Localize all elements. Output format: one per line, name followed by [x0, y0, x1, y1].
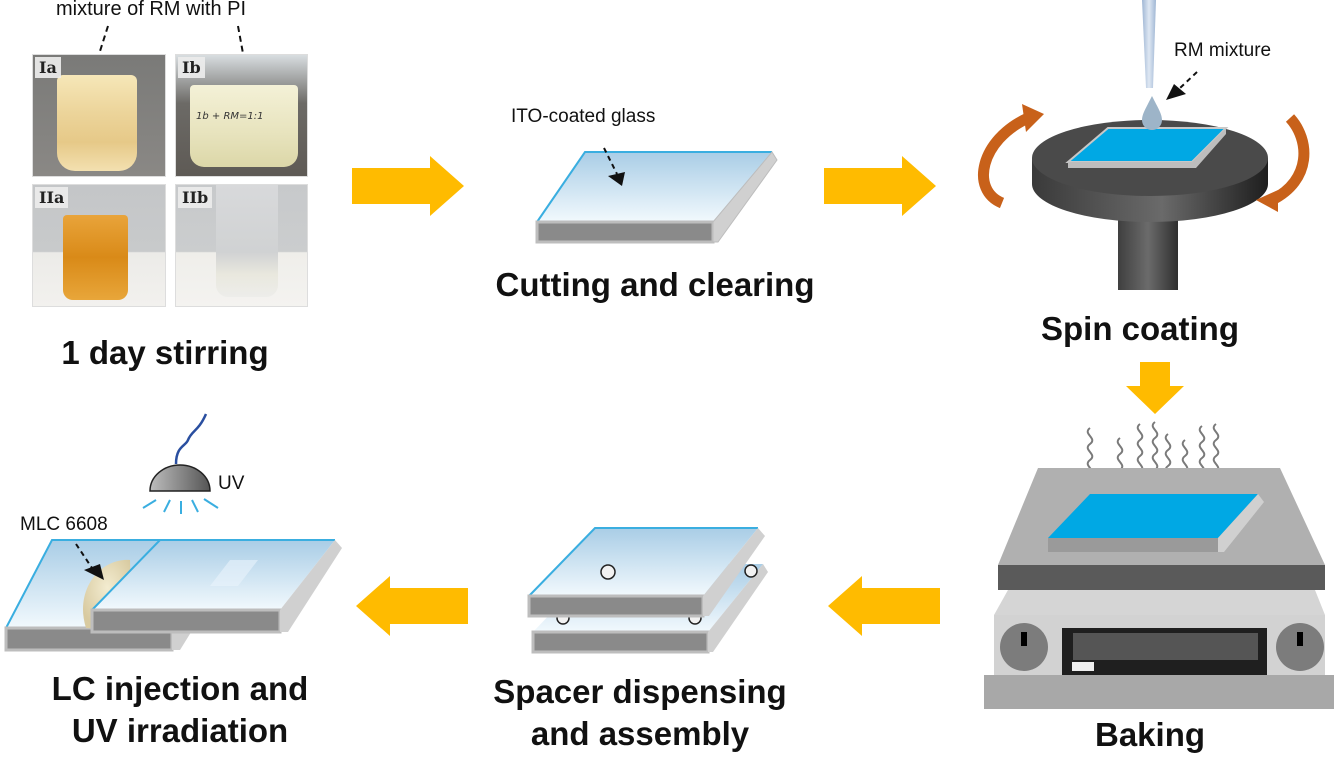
- step-label-lc-line2: UV irradiation: [71, 712, 289, 749]
- step-label-spin: Spin coating: [1041, 310, 1239, 347]
- photo-tag: IIb: [178, 187, 213, 208]
- step-label-spacer-line2: and assembly: [530, 715, 750, 752]
- photo-IIa: IIa: [32, 184, 166, 307]
- photo-tag: Ib: [178, 57, 205, 78]
- step-label-stirring: 1 day stirring: [61, 334, 269, 371]
- lc-uv-illustration: [4, 413, 342, 652]
- spacer-assembly-illustration: [527, 527, 768, 654]
- uv-annotation: UV: [218, 473, 245, 494]
- hotplate-illustration: [984, 421, 1334, 709]
- flow-arrow-right-1: [352, 156, 464, 216]
- mlc-annotation: MLC 6608: [20, 514, 108, 535]
- photo-tag: IIa: [35, 187, 69, 208]
- photo-Ib: 1b + RM=1:1 Ib: [175, 54, 308, 177]
- flow-arrow-right-2: [824, 156, 936, 216]
- photo-Ia: Ia: [32, 54, 166, 177]
- flow-arrow-left-2: [356, 576, 468, 636]
- photo-tag: Ia: [35, 57, 61, 78]
- flow-arrow-down: [1126, 362, 1184, 414]
- flow-arrow-left-1: [828, 576, 940, 636]
- step-label-baking: Baking: [1094, 716, 1206, 753]
- rm-mixture-annotation: RM mixture: [1174, 40, 1272, 61]
- step-label-lc-line1: LC injection and: [51, 670, 309, 707]
- ito-glass-illustration: [535, 147, 778, 244]
- step-label-spacer-line1: Spacer dispensing: [493, 673, 787, 710]
- ito-glass-annotation: ITO-coated glass: [511, 106, 656, 127]
- spin-coater-illustration: [978, 0, 1310, 290]
- photo-IIb: IIb: [175, 184, 308, 307]
- rm-pi-annotation: mixture of RM with PI: [56, 0, 247, 20]
- step-label-cutting: Cutting and clearing: [495, 266, 815, 303]
